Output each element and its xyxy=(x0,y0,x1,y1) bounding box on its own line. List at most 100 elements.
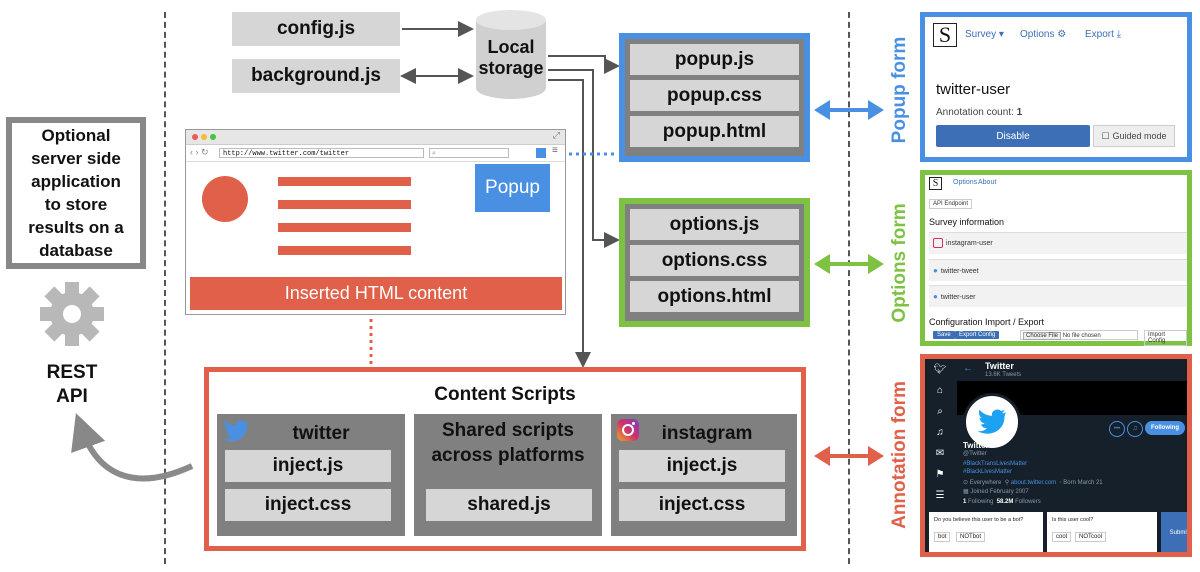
page-text-line xyxy=(278,200,411,209)
import-config-button[interactable]: Import Config xyxy=(1144,330,1187,346)
menu-icon: ≡ xyxy=(552,145,558,156)
home-icon: ⌂ xyxy=(936,385,944,396)
rest-label-1: REST xyxy=(46,362,98,383)
options-logo: S xyxy=(929,177,942,190)
popup-user: twitter-user xyxy=(936,81,1011,98)
shared-label-2: across platforms xyxy=(431,445,585,466)
bookmarks-icon: ⚑ xyxy=(935,469,945,480)
server-box: Optional server side application to stor… xyxy=(6,117,146,269)
notbot-option[interactable]: NOTbot xyxy=(956,532,986,542)
annotation-form-label: Annotation form xyxy=(889,381,910,529)
popup-html-file: popup.html xyxy=(630,116,799,147)
shared-js-file: shared.js xyxy=(426,489,592,521)
notify-button[interactable]: ♫ xyxy=(1127,421,1143,437)
submit-button[interactable]: Submit xyxy=(1161,512,1187,552)
options-form-label: Options form xyxy=(889,203,910,323)
popup-css-file: popup.css xyxy=(630,80,799,111)
api-endpoint-tab[interactable]: API Endpoint xyxy=(929,199,973,209)
annotation-count: Annotation count: 1 xyxy=(936,107,1023,118)
twitter-sidebar: 🐦︎ ⌂ ⌕ ♫ ✉ ⚑ ☰ xyxy=(925,359,955,515)
options-js-file: options.js xyxy=(630,209,799,240)
option-item-twitter-tweet[interactable]: ●twitter-tweet xyxy=(929,259,1187,281)
popup-form-screenshot: S Survey ▾ Options ⚙ Export ⤓ twitter-us… xyxy=(920,12,1192,162)
options-html-file: options.html xyxy=(630,281,799,312)
profile-name-header: Twitter xyxy=(985,361,1014,371)
popup-logo: S xyxy=(933,23,957,47)
local-storage-label-1: Local xyxy=(487,37,535,57)
following-button[interactable]: Following xyxy=(1145,421,1185,435)
instagram-group: instagram inject.js inject.css xyxy=(611,414,797,536)
survey-info-title: Survey information xyxy=(929,217,1005,227)
export-config-button[interactable]: Export Config xyxy=(955,331,1000,339)
shared-group: Shared scripts across platforms shared.j… xyxy=(414,414,602,536)
right-divider xyxy=(848,12,850,564)
server-text-3: application xyxy=(31,172,121,191)
maximize-dot-icon xyxy=(210,134,216,140)
minimize-dot-icon xyxy=(201,134,207,140)
profile-tag-2[interactable]: #BlackLivesMatter xyxy=(963,469,1013,475)
instagram-label: instagram xyxy=(661,423,753,444)
extension-icon xyxy=(536,148,546,158)
option-item-twitter-user[interactable]: ●twitter-user xyxy=(929,285,1187,307)
rest-label-2: API xyxy=(56,386,88,407)
popup-form-label: Popup form xyxy=(889,36,910,144)
instagram-inject-css: inject.css xyxy=(619,489,785,521)
profile-joined: ▦ Joined February 2007 xyxy=(963,489,1029,495)
page-avatar-circle xyxy=(202,176,248,222)
menu-survey[interactable]: Survey ▾ xyxy=(965,29,1004,40)
notcool-option[interactable]: NOTcool xyxy=(1075,532,1107,542)
background-js-box: background.js xyxy=(232,59,400,93)
menu-export[interactable]: Export ⤓ xyxy=(1085,29,1122,40)
twitter-bird-icon xyxy=(223,420,248,442)
browser-popup: Popup xyxy=(475,164,550,212)
server-text-4: to store xyxy=(44,195,108,214)
server-text-1: Optional xyxy=(41,126,111,145)
options-tab-about[interactable]: About xyxy=(978,179,997,186)
profile-avatar xyxy=(963,393,1021,451)
choose-file-input[interactable]: Choose File No file chosen xyxy=(1020,330,1138,340)
disable-button[interactable]: Disable xyxy=(936,125,1090,147)
profile-tag-1[interactable]: #BlackTransLivesMatter xyxy=(963,461,1028,467)
options-css-file: options.css xyxy=(630,245,799,276)
profile-name: Twitter xyxy=(963,441,989,450)
page-text-line xyxy=(278,223,411,232)
options-tab-options[interactable]: Options xyxy=(953,179,978,186)
page-text-line xyxy=(278,246,411,255)
twitter-group: twitter inject.js inject.css xyxy=(217,414,405,536)
server-text-5: results on a xyxy=(28,218,124,237)
content-scripts-title: Content Scripts xyxy=(434,384,576,405)
bot-option[interactable]: bot xyxy=(934,532,951,542)
server-text-6: database xyxy=(39,241,113,260)
lists-icon: ☰ xyxy=(935,490,945,501)
twitter-inject-css: inject.css xyxy=(225,489,391,521)
tweet-count: 13.6K Tweets xyxy=(985,372,1022,378)
gear-icon xyxy=(40,282,104,346)
nav-icons: ‹ › ↻ xyxy=(190,147,209,157)
profile-meta: ⊙ Everywhere ⚲ about.twitter.com ◦ Born … xyxy=(963,480,1103,486)
question-2-text: Is this user cool? xyxy=(1052,517,1094,523)
guided-mode-toggle[interactable]: ☐ Guided mode xyxy=(1093,125,1175,147)
menu-options[interactable]: Options ⚙ xyxy=(1020,29,1067,40)
question-card-2: Is this user cool? cool NOTcool xyxy=(1047,512,1157,552)
question-card-1: Do you believe this user to be a bot? bo… xyxy=(929,512,1043,552)
options-files-box: options.js options.css options.html xyxy=(619,198,810,327)
browser-toolbar: ‹ › ↻ http://www.twitter.com/twitter ⌕ ≡ xyxy=(186,145,565,162)
config-title: Configuration Import / Export xyxy=(929,317,1045,327)
browser-titlebar: ⤢ xyxy=(186,130,565,145)
inserted-html-bar: Inserted HTML content xyxy=(190,277,562,310)
cool-option[interactable]: cool xyxy=(1052,532,1072,542)
shared-label-1: Shared scripts xyxy=(442,420,574,441)
more-button[interactable]: ••• xyxy=(1109,421,1125,437)
instagram-icon xyxy=(617,419,639,441)
back-arrow-icon: ← xyxy=(963,363,973,374)
save-button[interactable]: Save xyxy=(933,331,955,339)
url-bar: http://www.twitter.com/twitter xyxy=(219,148,424,158)
options-form-screenshot: S Options About API Endpoint Survey info… xyxy=(920,170,1192,346)
popup-js-file: popup.js xyxy=(630,44,799,75)
option-item-instagram[interactable]: instagram-user xyxy=(929,232,1187,254)
local-storage-cylinder xyxy=(476,10,546,99)
expand-icon: ⤢ xyxy=(552,130,560,140)
explore-icon: ⌕ xyxy=(937,406,943,417)
local-storage-label-2: storage xyxy=(478,58,544,78)
close-dot-icon xyxy=(192,134,198,140)
